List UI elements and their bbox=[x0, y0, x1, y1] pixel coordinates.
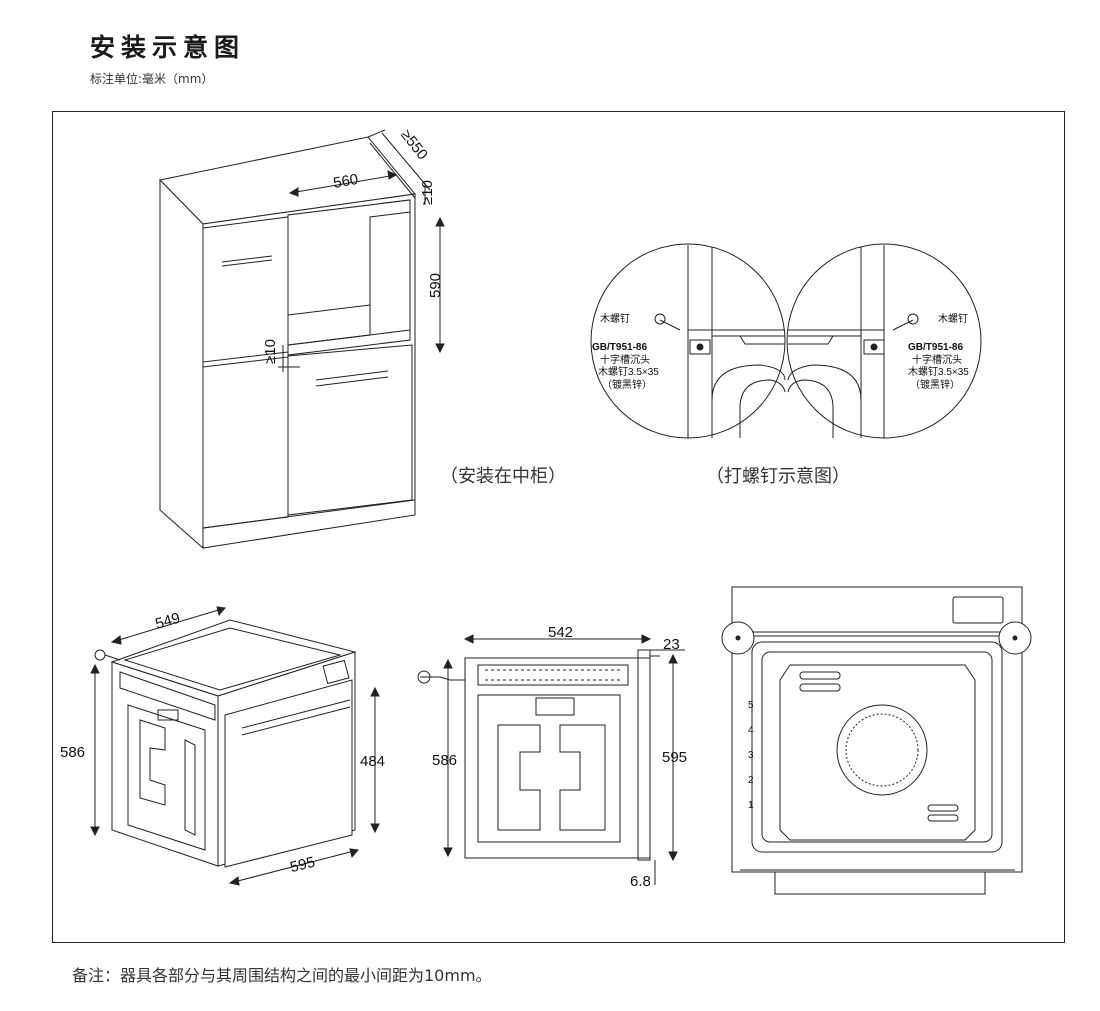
oven-front-drawing bbox=[721, 586, 1032, 895]
right-standard-label: GB/T951-86 bbox=[908, 342, 963, 353]
rack-level-1: 1 bbox=[748, 800, 754, 811]
rack-level-2: 2 bbox=[748, 775, 754, 786]
right-spec-line1: 十字槽沉头 bbox=[912, 353, 962, 366]
diagram-frame bbox=[52, 111, 1065, 943]
oven-iso-drawing bbox=[90, 606, 380, 886]
page-title: 安装示意图 bbox=[90, 33, 246, 62]
side-dim-height-right: 595 bbox=[662, 749, 687, 766]
left-spec-line1: 十字槽沉头 bbox=[600, 353, 650, 366]
dim-niche-height: 590 bbox=[427, 273, 444, 298]
unit-note: 标注单位:毫米（mm） bbox=[90, 72, 214, 86]
dim-bottom-gap: ≥10 bbox=[262, 339, 279, 364]
footer-note: 备注：器具各部分与其周围结构之间的最小间距为10mm。 bbox=[72, 966, 492, 985]
iso-dim-width: 595 bbox=[288, 854, 316, 877]
screw-detail-left bbox=[590, 243, 786, 439]
rack-level-5: 5 bbox=[748, 700, 754, 711]
right-wood-screw-label: 木螺钉 bbox=[938, 313, 968, 325]
right-spec-line2: 木螺钉3.5×35 bbox=[908, 366, 969, 378]
screw-caption: （打螺钉示意图） bbox=[706, 466, 850, 487]
iso-dim-door-height: 484 bbox=[360, 753, 385, 770]
cabinet-drawing bbox=[159, 129, 445, 550]
iso-dim-height: 586 bbox=[60, 744, 85, 761]
side-dim-height-left: 586 bbox=[432, 752, 457, 769]
left-spec-line2: 木螺钉3.5×35 bbox=[598, 366, 659, 378]
side-dim-bottom: 6.8 bbox=[630, 873, 651, 890]
left-standard-label: GB/T951-86 bbox=[592, 342, 647, 353]
right-spec-line3: （镀黑锌） bbox=[910, 378, 960, 391]
cabinet-caption: （安装在中柜） bbox=[440, 466, 566, 487]
left-wood-screw-label: 木螺钉 bbox=[600, 313, 630, 325]
dim-niche-width: 560 bbox=[332, 171, 360, 192]
side-dim-depth: 542 bbox=[548, 624, 573, 641]
rack-level-3: 3 bbox=[748, 750, 754, 761]
screw-detail-right bbox=[786, 243, 982, 439]
rack-level-4: 4 bbox=[748, 725, 754, 736]
left-spec-line3: （镀黑锌） bbox=[602, 378, 652, 391]
side-dim-front: 23 bbox=[663, 636, 680, 653]
dim-top-gap: ≥10 bbox=[419, 180, 436, 205]
iso-dim-depth: 549 bbox=[153, 610, 182, 633]
oven-side-drawing bbox=[417, 634, 685, 885]
